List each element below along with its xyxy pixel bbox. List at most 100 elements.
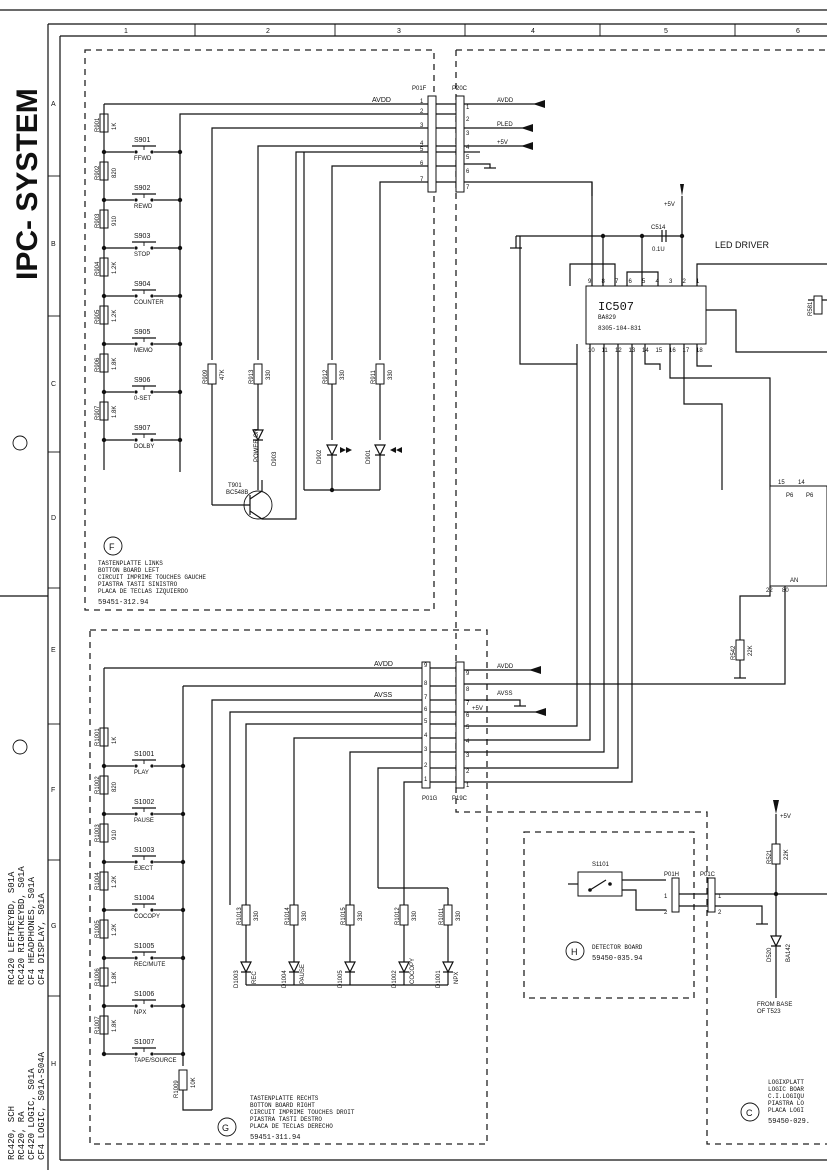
r912-value: 330: [340, 369, 346, 380]
resistor-value: 1.8K: [112, 406, 118, 418]
board-g-wire-1: [403, 781, 422, 888]
board-h-badge: H: [571, 947, 578, 957]
power-on-label: POWER ON: [254, 429, 260, 462]
model-line: CF4 DISPLAY, S01A: [37, 893, 47, 985]
resistor-label: R902: [95, 165, 101, 180]
punch-hole-icon: [12, 739, 28, 755]
pin-number: 6: [424, 707, 428, 713]
pin-number: 2: [466, 769, 470, 775]
pin-number: 2: [466, 117, 470, 123]
ic507-pin: 9: [588, 279, 592, 285]
model-line: CF4 LOGIC, S01A-S04A: [37, 1051, 47, 1160]
board-f-led-network: R909 47K R913 330 R912 330 R911 330 POWE…: [203, 152, 402, 520]
p19c-avdd-label: AVDD: [497, 664, 514, 670]
p19c-5v-label: +5V: [472, 706, 483, 712]
pin-number: 7: [466, 185, 470, 191]
board-f-outline: [84, 49, 435, 611]
r521-label: R521: [767, 849, 773, 864]
pin-number: 9: [466, 671, 470, 677]
board-f-wire-3: [211, 127, 428, 360]
switch-ref: S1002: [134, 799, 154, 806]
pin-number: 8: [466, 687, 470, 693]
p01c-label: P01C: [700, 872, 716, 878]
model-line: CF420 LOGIC, S01A: [27, 1068, 37, 1160]
p01h-pin: 2: [664, 910, 668, 916]
led-icon: [240, 961, 252, 974]
r542-value: 22K: [748, 645, 754, 656]
column-label: 2: [266, 28, 270, 35]
pin-number: 3: [466, 753, 470, 759]
resistor: [443, 904, 453, 926]
pin-number: 7: [420, 177, 424, 183]
diode-label: D1004: [282, 970, 288, 988]
switch-function: 0-SET: [134, 396, 151, 402]
resistor-value: 330: [456, 910, 462, 921]
board-f-wire-7: [379, 181, 428, 360]
resistor-label: R901: [95, 117, 101, 132]
led-icon: [442, 961, 454, 974]
d901-label: D901: [366, 449, 372, 464]
caption-line: PIASTRA TASTI DESTRO: [250, 1116, 322, 1123]
light-arrow-icon: [340, 447, 352, 453]
resistor-label: R907: [95, 405, 101, 420]
arrow-icon: [680, 184, 684, 196]
caption-line: BOTTON BOARD LEFT: [98, 567, 160, 574]
resistor-value: 330: [302, 910, 308, 921]
row-label: E: [51, 647, 56, 654]
caption-line: LOGIXPLATT: [768, 1079, 804, 1086]
caption-line: PLACA DE TECLAS IZQUIERDO: [98, 588, 188, 595]
r913-label: R913: [249, 369, 255, 384]
resistor-label: R1004: [95, 872, 101, 890]
pin-number: 1: [466, 783, 470, 789]
switch-ref: S1003: [134, 847, 154, 854]
p01h-connector: [671, 877, 680, 913]
p01h-label: P01H: [664, 872, 679, 878]
caption-line: TASTENPLATTE RECHTS: [250, 1095, 319, 1102]
switch-function: PAUSE: [134, 818, 154, 824]
r911-value: 330: [388, 369, 394, 380]
s1101-label: S1101: [592, 862, 610, 868]
ic507-pin: 17: [683, 348, 690, 354]
switch-ref: S1007: [134, 1039, 154, 1046]
switch-function: DOLBY: [134, 444, 154, 450]
ic507-pin: 14: [642, 348, 649, 354]
switch-function: COUNTER: [134, 300, 164, 306]
pin-number: 7: [466, 701, 470, 707]
r521-resistor: [771, 843, 781, 865]
from-base-label: OF T523: [757, 1009, 781, 1015]
resistor: [241, 904, 251, 926]
diode-label: D1002: [392, 970, 398, 988]
resistor: [345, 904, 355, 926]
pin-number: 8: [424, 681, 428, 687]
board-f-caption: TASTENPLATTE LINKS BOTTON BOARD LEFT CIR…: [98, 560, 206, 607]
resistor-label: R1002: [95, 776, 101, 794]
model-list: RC420, SCH RC420, RA CF420 LOGIC, S01A C…: [7, 1051, 47, 1160]
r1009-value: 10K: [191, 1077, 197, 1088]
switch-function: PLAY: [134, 770, 149, 776]
pin-number: 5: [466, 725, 470, 731]
r913-resistor: [253, 363, 263, 385]
board-c-caption: LOGIXPLATT LOGIC BOAR C.I.LOGIQU PIASTRA…: [768, 1079, 810, 1126]
r542-label: R542: [731, 645, 737, 660]
row-label: F: [51, 787, 55, 794]
pin-number: 9: [424, 663, 428, 669]
resistor-label: R1013: [237, 907, 243, 925]
board-h-outline: [523, 831, 695, 999]
resistor-label: R904: [95, 261, 101, 276]
p19c-connector: [455, 661, 465, 789]
pin-number: 1: [424, 777, 428, 783]
resistor-value: 330: [254, 910, 260, 921]
r911-resistor: [375, 363, 385, 385]
column-label: 4: [531, 28, 535, 35]
board-c-badge-icon: [740, 1102, 760, 1122]
ic507-chip: [585, 285, 707, 345]
p01c-pin: 2: [718, 910, 722, 916]
mcu-pin: 15: [778, 480, 785, 486]
